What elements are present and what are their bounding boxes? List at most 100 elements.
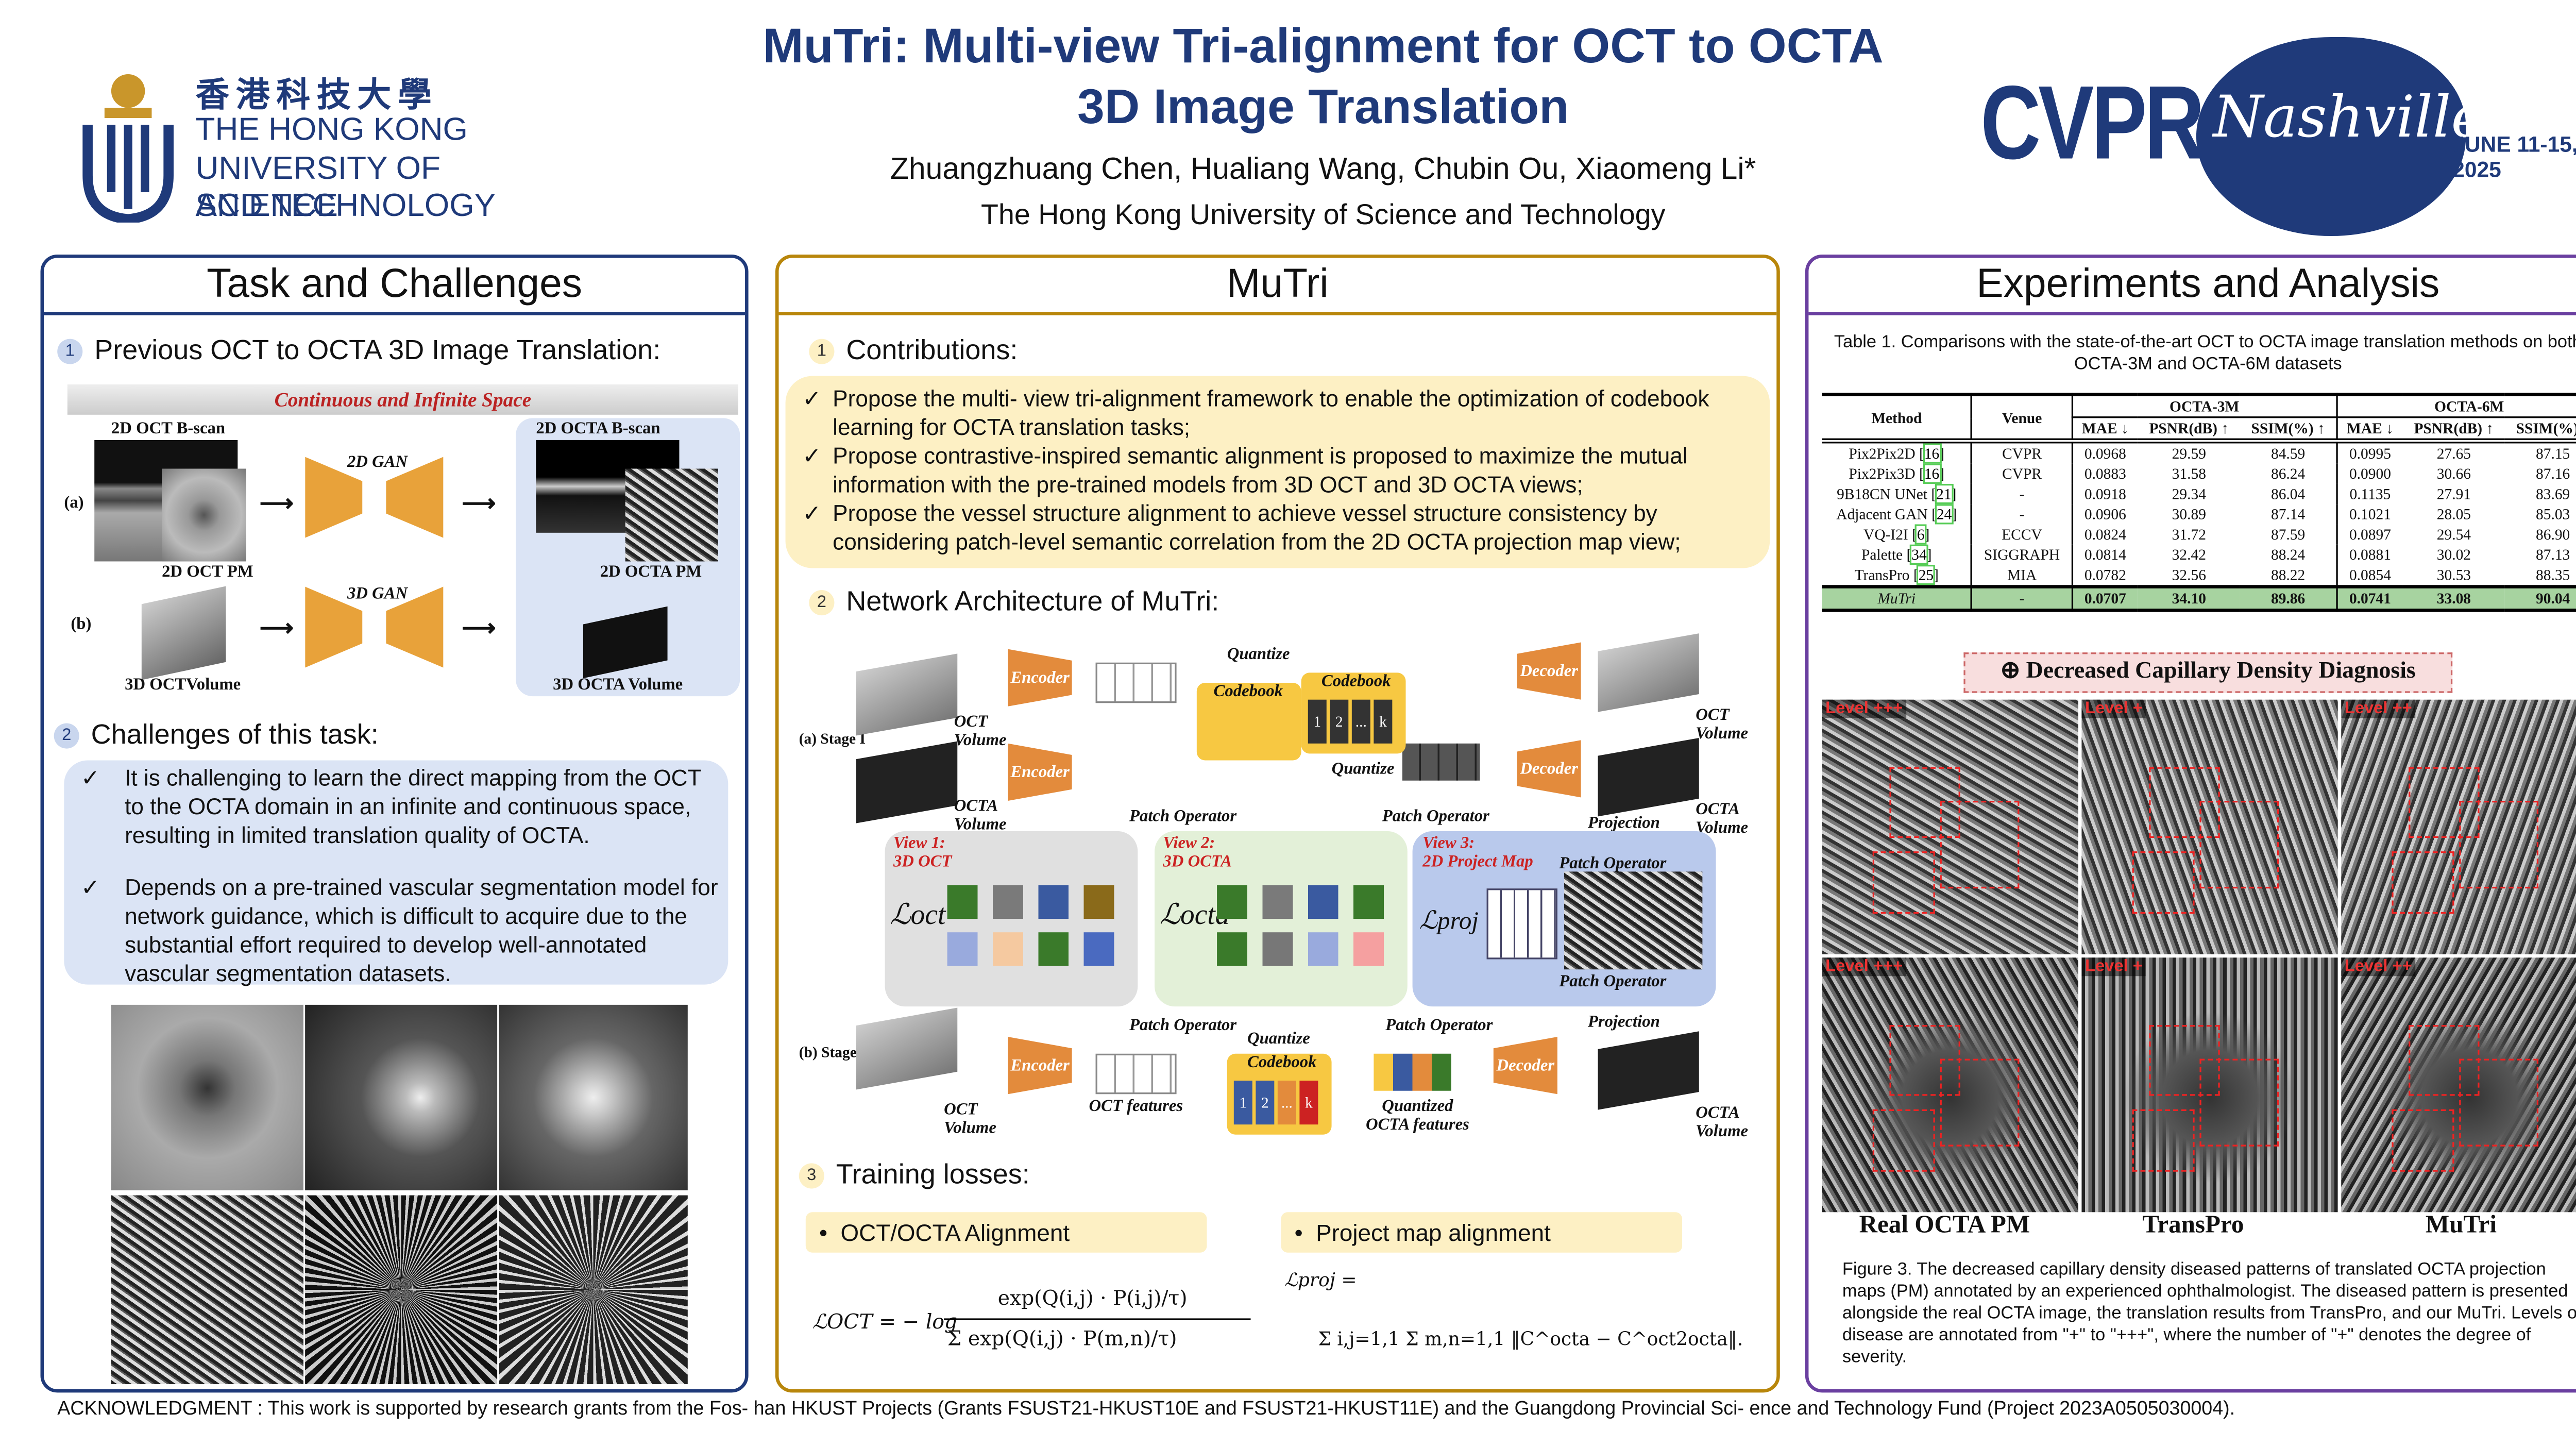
citation-link[interactable]: 16	[1922, 443, 1941, 464]
table-caption: Table 1. Comparisons with the state-of-t…	[1834, 332, 2576, 375]
challenges-box: ✓It is challenging to learn the direct m…	[64, 760, 728, 986]
citation-link[interactable]: 25	[1917, 564, 1936, 585]
eq1-lhs: ℒOCT = − log	[812, 1310, 958, 1334]
lesion-annotation-box	[1889, 1025, 1960, 1096]
cell-value: 88.35	[2536, 566, 2570, 583]
cell-value: 0.0814	[2084, 546, 2126, 563]
octa-volume-output	[1598, 738, 1699, 817]
oct-volume-image	[141, 586, 226, 680]
cell-value: 27.91	[2436, 485, 2471, 502]
lesion-annotation-box	[2409, 767, 2480, 838]
cell-value: 0.0968	[2084, 445, 2126, 462]
label-octa-volume: OCTA Volume	[954, 797, 1007, 835]
diagnosis-title: ⊕ Decreased Capillary Density Diagnosis	[1963, 652, 2453, 693]
method-name: Pix2Pix3D	[1849, 465, 1916, 482]
cell-value: 86.24	[2240, 463, 2338, 484]
citation-link[interactable]: 16	[1922, 463, 1941, 484]
label-patch-operator: Patch Operator	[1382, 807, 1489, 827]
view1-title: View 1:	[893, 834, 945, 853]
cell-method: 9B18CN UNet [21]	[1822, 483, 1973, 504]
cell-venue: -	[1972, 483, 2073, 504]
contribution-item: ✓Propose the vessel structure alignment …	[802, 499, 1754, 556]
section-title-text: Training losses:	[836, 1159, 1030, 1190]
citation-link[interactable]: 6	[1915, 524, 1926, 545]
check-icon: ✓	[802, 443, 822, 469]
label-codebook: Codebook	[1247, 1053, 1317, 1072]
codebook-entry: 1	[1233, 1081, 1252, 1125]
method-name: TransPro	[1854, 566, 1910, 583]
label-quantize: Quantize	[1247, 1030, 1310, 1049]
cell-value: 85.03	[2536, 506, 2570, 523]
cell-value: 0.0883	[2084, 465, 2126, 482]
cvpr-city: Nashville	[2213, 84, 2485, 152]
cell-value: 0.1135	[2349, 485, 2391, 502]
severity-level-label: Level ++	[2341, 699, 2416, 718]
method-name: Palette	[1861, 546, 1903, 563]
panel-heading: Experiments and Analysis	[1976, 261, 2440, 307]
arrow: ⟶	[259, 492, 294, 518]
lesion-annotation-box	[2409, 1025, 2480, 1096]
challenge-text: Depends on a pre-trained vascular segmen…	[125, 874, 718, 986]
cell-venue: -	[1972, 586, 2073, 611]
lesion-annotation-box	[1940, 1058, 2020, 1147]
cell-value: 29.34	[2172, 485, 2206, 502]
label-octa-volume: 3D OCTA Volume	[553, 676, 683, 695]
citation-link[interactable]: 21	[1934, 483, 1953, 504]
cell-value: 0.0782	[2084, 566, 2126, 583]
contribution-item: ✓Propose the multi- view tri-alignment f…	[802, 384, 1754, 442]
challenge-item: ✓Depends on a pre-trained vascular segme…	[81, 873, 718, 988]
cell-venue: -	[1972, 504, 2073, 525]
view3-title: View 3:	[1422, 834, 1475, 853]
group-octa6m: OCTA-6M	[2336, 394, 2576, 418]
cell-value: 84.59	[2240, 441, 2338, 464]
cell-value: 30.89	[2172, 506, 2206, 523]
architecture-diagram: (a) Stage I (b) Stage II OCT Volume OCTA…	[792, 632, 1770, 1155]
cell-value: 0.0741	[2349, 590, 2391, 607]
cell-value: 27.65	[2436, 445, 2471, 462]
cell-value: 90.04	[2536, 590, 2570, 607]
eq1-numerator: exp(Q(i,j) · P(i,j)/τ)	[997, 1286, 1188, 1310]
citation-link[interactable]: 34	[1910, 544, 1929, 565]
panel-heading: Task and Challenges	[207, 261, 583, 307]
cell-method: Palette [34]	[1822, 544, 1973, 565]
label-oct-features: OCT features	[1089, 1097, 1183, 1116]
cell-value: 88.22	[2240, 564, 2338, 587]
codebook-entry: ...	[1351, 699, 1370, 744]
affiliation: The Hong Kong University of Science and …	[980, 199, 1666, 231]
octa-volume-stage2	[1598, 1031, 1699, 1110]
label-quantized: Quantized OCTA features	[1365, 1097, 1469, 1135]
citation-link[interactable]: 24	[1935, 504, 1954, 525]
section-title-text: Challenges of this task:	[91, 719, 379, 750]
diagnosis-image	[2081, 957, 2338, 1213]
cell-value: 0.0906	[2084, 506, 2126, 523]
view1-subtitle: 3D OCT	[893, 853, 952, 872]
cell-value: 87.59	[2240, 524, 2338, 545]
method-name: 9B18CN UNet	[1837, 485, 1927, 502]
oct-feature-cube	[1095, 662, 1177, 703]
diagnosis-image	[1822, 699, 2078, 954]
divider	[778, 312, 1777, 315]
check-icon: ✓	[802, 386, 822, 412]
view3-label: View 3:2D Project Map	[1422, 834, 1533, 871]
octa-image-1	[111, 1195, 303, 1384]
label-b: (b)	[71, 615, 92, 634]
cell-value: 0.0854	[2349, 566, 2391, 583]
magnifier-icon: ⊕	[2000, 659, 2026, 685]
view1-label: View 1:3D OCT	[893, 834, 952, 871]
cell-value: 30.02	[2436, 546, 2471, 563]
cvpr-text: CVPR	[1980, 65, 2205, 182]
arrow: ⟶	[462, 617, 496, 643]
challenge-text: It is challenging to learn the direct ma…	[125, 765, 701, 848]
oct-volume-input	[856, 653, 958, 736]
section-number: 2	[809, 590, 835, 616]
cell-value: 32.56	[2172, 566, 2206, 583]
cvpr-logo: CVPR Nashville JUNE 11-15, 2025	[1980, 33, 2576, 237]
banner: Continuous and Infinite Space	[67, 384, 738, 415]
section-number: 2	[54, 723, 79, 749]
metric-header: SSIM(%) ↑	[2516, 419, 2576, 437]
cell-value: 0.0897	[2349, 526, 2391, 543]
label-patch-operator: Patch Operator	[1559, 854, 1667, 873]
